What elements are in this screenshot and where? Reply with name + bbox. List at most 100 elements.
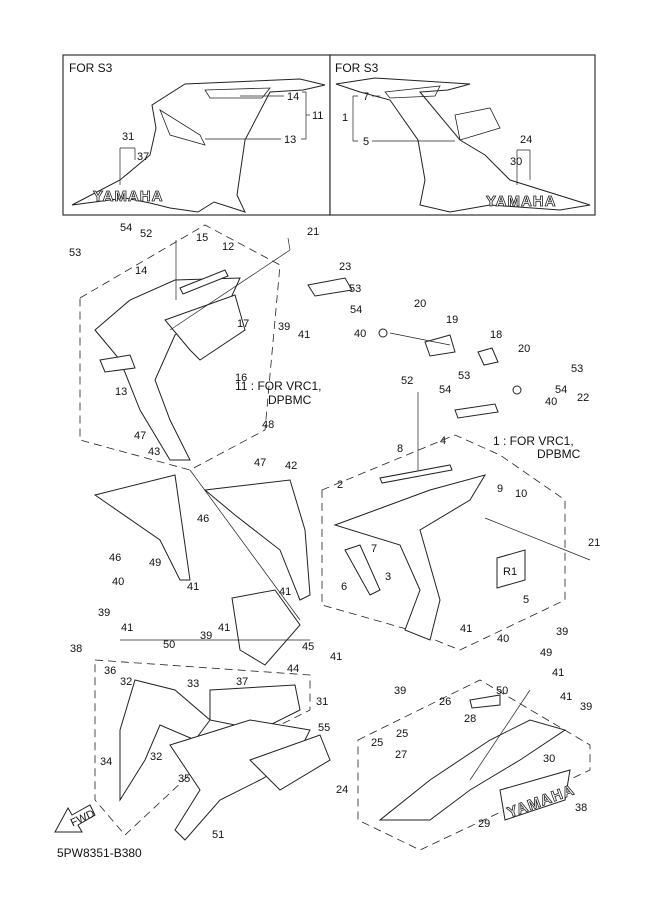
callout-48: 48 [262,419,274,431]
callout-41: 41 [218,622,230,634]
callout-42: 42 [285,460,297,472]
callout-7: 7 [371,543,377,555]
intake-left [159,109,206,146]
pad-26 [469,694,501,709]
note-1-line2: DPBMC [537,447,581,461]
callout-32: 32 [150,751,162,763]
callout-32: 32 [120,676,132,688]
vent-left [204,87,271,99]
callout-41: 41 [460,623,472,635]
callout-41: 41 [121,622,133,634]
callout-53: 53 [69,247,81,259]
assembly-1: R1 1 : FOR VRC1, DPBMC [321,434,581,651]
callout-40: 40 [497,633,509,645]
callout-38: 38 [70,643,82,655]
mid-parts [307,277,522,419]
diagram-code: 5PW8351-B380 [57,846,142,860]
callout-29: 29 [478,818,490,830]
callout-13: 13 [115,386,127,398]
callout-40: 40 [354,328,366,340]
callout-37: 37 [236,676,248,688]
callout-50: 50 [496,685,508,697]
callout-5-inset: 5 [363,136,369,148]
assembly-31-boundary [94,659,311,836]
stripe-12 [179,269,229,295]
bracket-32 [119,679,211,802]
callout-3: 3 [385,571,391,583]
callout-12: 12 [222,241,234,253]
vent-right [384,85,441,99]
fairing-panel-left-inset [71,78,326,213]
cover-22 [454,403,499,419]
callout-52: 52 [140,228,152,240]
nut-40b [512,385,522,395]
callout-39: 39 [580,701,592,713]
bracket-18 [477,347,499,366]
note-11-line2: DPBMC [268,393,312,407]
callout-34: 34 [100,756,112,768]
callout-39: 39 [98,607,110,619]
callout-41: 41 [187,581,199,593]
assembly-11-boundary [79,224,281,471]
callout-31-inset: 31 [122,131,134,143]
trim-6 [344,544,381,596]
inner-panel-43 [93,474,191,581]
callout-39: 39 [394,685,406,697]
callout-45: 45 [302,641,314,653]
callout-44: 44 [287,663,299,675]
callout-53: 53 [571,363,583,375]
callout-51: 51 [212,829,224,841]
callout-26: 26 [439,696,451,708]
callouts: 53 54 52 15 12 21 14 17 13 39 41 16 48 2… [69,222,600,841]
callout-9: 9 [497,483,503,495]
callout-4: 4 [440,435,446,447]
callout-27: 27 [395,749,407,761]
inset-right-logo: YAMAHA [486,193,556,210]
inset-left-heading: FOR S3 [69,61,113,75]
callout-21: 21 [588,537,600,549]
callout-18: 18 [490,329,502,341]
callout-47: 47 [134,430,146,442]
note-11-line1: 11 : FOR VRC1, [235,379,321,393]
callout-54: 54 [439,384,451,396]
callout-6: 6 [341,581,347,593]
callout-24-inset: 24 [520,134,532,146]
inset-right-heading: FOR S3 [335,61,379,75]
stripe-4 [379,464,453,484]
callout-37-inset: 37 [137,151,149,163]
callout-39: 39 [556,626,568,638]
callout-53: 53 [458,370,470,382]
inset-left-logo: YAMAHA [93,188,163,205]
assembly-1-boundary [321,434,566,651]
callout-2: 2 [337,479,343,491]
emblem-5-text: R1 [503,566,517,578]
callout-39: 39 [200,630,212,642]
callout-46: 46 [197,513,209,525]
callout-25: 25 [371,737,383,749]
callout-24: 24 [336,784,348,796]
callout-31: 31 [316,696,328,708]
under-cowl-27 [378,719,567,821]
callout-33: 33 [187,678,199,690]
bracket-19 [424,334,456,357]
nut-40a [378,328,388,338]
callout-36: 36 [104,665,116,677]
callout-13-inset: 13 [284,134,296,146]
callout-49: 49 [540,647,552,659]
callout-46: 46 [109,552,121,564]
under-cowl-51 [169,719,311,841]
intake-right [454,107,501,141]
trim-55 [249,734,331,791]
callout-7-inset: 7 [363,91,369,103]
callout-41: 41 [298,329,310,341]
callout-49: 49 [149,557,161,569]
callout-40: 40 [112,576,124,588]
callout-54: 54 [350,304,362,316]
callout-8: 8 [397,443,403,455]
lower-side-panels [93,474,311,666]
duct-44 [231,589,301,666]
fwd-arrow-icon [54,804,96,833]
callout-1-inset: 1 [342,112,348,124]
callout-30-inset: 30 [510,156,522,168]
callout-41: 41 [330,651,342,663]
